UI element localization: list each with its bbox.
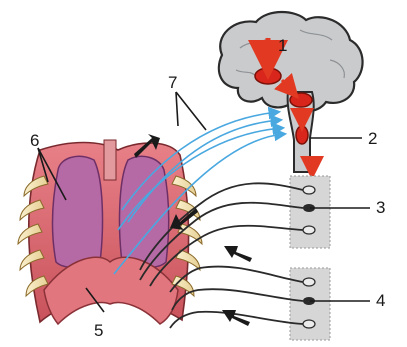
left-lung xyxy=(52,156,102,267)
label-1: 1 xyxy=(278,36,287,55)
respiratory-center-cortex xyxy=(255,68,281,84)
respiratory-center-medulla xyxy=(296,126,308,144)
left-arrow-icon xyxy=(222,310,250,326)
spinal-cord-icon xyxy=(290,176,330,340)
left-arrow-icon xyxy=(224,246,252,262)
label-4: 4 xyxy=(376,291,385,310)
label-5: 5 xyxy=(94,321,103,340)
label-2: 2 xyxy=(368,129,377,148)
label-6: 6 xyxy=(30,131,39,150)
respiratory-center-pons xyxy=(290,93,312,107)
label-3: 3 xyxy=(376,198,385,217)
label-7: 7 xyxy=(168,73,177,92)
